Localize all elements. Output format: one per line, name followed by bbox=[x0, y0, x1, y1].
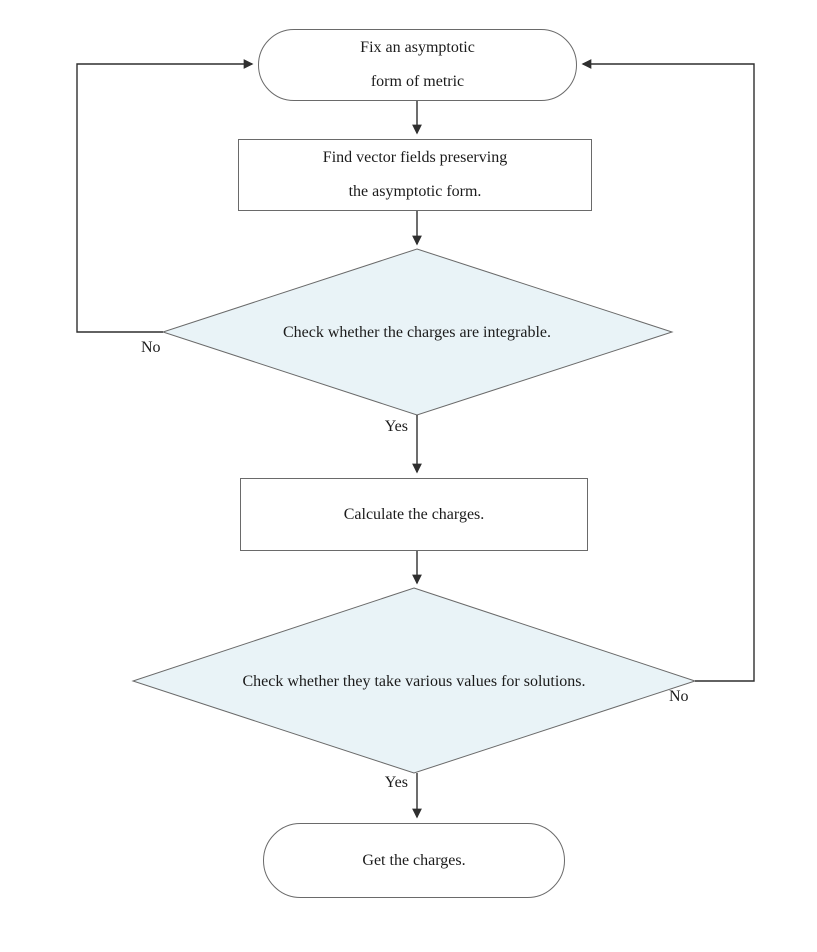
start-terminator-node: Fix an asymptotic form of metric bbox=[258, 29, 577, 101]
find-fields-text-line2: the asymptotic form. bbox=[348, 183, 482, 200]
edge-label-integrable-yes: Yes bbox=[384, 418, 408, 435]
calculate-text: Calculate the charges. bbox=[343, 505, 485, 523]
process-node-calculate-charges: Calculate the charges. bbox=[240, 478, 588, 551]
decision-values-text: Check whether they take various values f… bbox=[242, 673, 586, 690]
process-node-find-vector-fields: Find vector fields preserving the asympt… bbox=[238, 139, 592, 211]
edge-values-no-loop bbox=[581, 59, 755, 682]
edge-label-integrable-no: No bbox=[141, 339, 161, 356]
end-terminator-node: Get the charges. bbox=[263, 823, 565, 898]
find-fields-text-line1: Find vector fields preserving bbox=[322, 149, 508, 166]
start-node-text-line2: form of metric bbox=[370, 73, 465, 90]
start-node-text-line1: Fix an asymptotic bbox=[360, 39, 475, 56]
edge-label-values-yes: Yes bbox=[384, 774, 408, 791]
edge-label-values-no: No bbox=[669, 688, 689, 705]
decision-integrable-text: Check whether the charges are integrable… bbox=[282, 324, 552, 341]
edge-integrable-no-loop bbox=[76, 59, 254, 333]
end-node-text: Get the charges. bbox=[362, 851, 466, 869]
